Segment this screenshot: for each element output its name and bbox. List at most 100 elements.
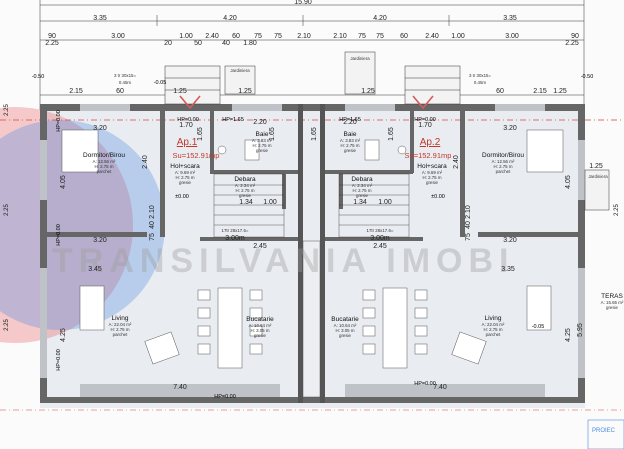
dimension-label: 4.05 xyxy=(60,175,67,189)
room-name: Hol+scara xyxy=(170,163,200,170)
dimension-label: 60 xyxy=(232,33,240,40)
dimension-label: 4.05 xyxy=(565,175,572,189)
stamp: PROIEC xyxy=(587,419,624,449)
dimension-label: 2.10 xyxy=(333,33,347,40)
room-area: A: 3.83 m² xyxy=(340,138,361,143)
stairs-label: 17tr 28x17.6= xyxy=(222,228,249,233)
room-finish: gresie xyxy=(426,180,439,185)
room-name: Dormitor/Birou xyxy=(83,152,125,159)
room-name: Hol+scara xyxy=(417,163,447,170)
dimension-label: 1.00 xyxy=(378,199,392,206)
dimension-label: 75 xyxy=(376,33,384,40)
dimension-label: 7.40 xyxy=(433,384,447,391)
dimension-label: 4.20 xyxy=(223,15,237,22)
apartment-area: Su=152.91mp xyxy=(405,151,452,160)
dimension-label: 4.20 xyxy=(373,15,387,22)
stairs-label: 0.45m xyxy=(119,80,132,85)
dimension-label: 1.25 xyxy=(553,88,567,95)
dimension-label: 2.25 xyxy=(565,40,579,47)
dimension-label: 40 xyxy=(222,40,230,47)
dimension-label: 75 xyxy=(274,33,282,40)
dimension-label: 1.25 xyxy=(589,163,603,170)
dimension-label: 3.20 xyxy=(503,237,517,244)
room-height: H: 3.05 m xyxy=(335,328,354,333)
dimension-label: 2.40 xyxy=(142,155,149,169)
dimension-label: 2.45 xyxy=(253,243,267,250)
apartment-name: Ap.2 xyxy=(420,137,441,148)
dimension-label: 7.40 xyxy=(173,384,187,391)
room-finish: parchet xyxy=(496,169,511,174)
dimension-label: 4.25 xyxy=(565,328,572,342)
room-name: Debara xyxy=(234,176,256,183)
dimension-label: 50 xyxy=(194,40,202,47)
room-finish: parchet xyxy=(113,332,128,337)
room-finish: gresie xyxy=(179,180,192,185)
level-mark: -0.05 xyxy=(532,324,545,330)
room-height: H: 2.75 m xyxy=(422,175,441,180)
room-height: H: 2.75 m xyxy=(340,143,359,148)
room-area: A: 3.83 m² xyxy=(252,138,273,143)
room-area: A: 22.04 m² xyxy=(109,322,132,327)
dimension-label: 2.25 xyxy=(4,204,10,216)
room-name: Living xyxy=(485,315,502,322)
height-level: HP=1.65 xyxy=(222,117,244,123)
room-name: Baie xyxy=(255,131,268,138)
dimension-label: 1.00 xyxy=(451,33,465,40)
dimension-label: 2.25 xyxy=(45,40,59,47)
dimension-label: 1.80 xyxy=(243,40,257,47)
dimension-label: 1.70 xyxy=(418,122,432,129)
dimension-label: 1.25 xyxy=(238,88,252,95)
room-height: H: 2.75 m xyxy=(252,143,271,148)
dimension-label: 3.45 xyxy=(88,266,102,273)
dimension-label: 3.00 xyxy=(505,33,519,40)
dimension-label: 1.34 xyxy=(239,199,253,206)
dimension-label: 2.45 xyxy=(373,243,387,250)
room-area: A: 2.34 m² xyxy=(352,183,373,188)
dimension-lines xyxy=(39,0,585,110)
dimension-label: 2.10 xyxy=(465,205,472,219)
room-finish: gresie xyxy=(339,333,352,338)
height-level: HP=0.00 xyxy=(56,224,62,246)
dimension-label: 2.15 xyxy=(69,88,83,95)
room-height: H: 3.05 m xyxy=(250,328,269,333)
stairs-label: 3 tr 30x15= xyxy=(114,73,137,78)
dimension-label: 1.65 xyxy=(197,127,204,141)
dimension-label: 4.25 xyxy=(60,328,67,342)
height-level: HP=0.00 xyxy=(177,117,199,123)
apartment-area: Su=152.91mp xyxy=(173,151,220,160)
room-height: H: 2.75 m xyxy=(110,327,129,332)
dimension-label: 2.25 xyxy=(4,104,10,116)
dimension-label: 1.34 xyxy=(353,199,367,206)
level-mark: -0.50 xyxy=(581,74,594,80)
room-area: A: 10.64 m² xyxy=(334,323,357,328)
dimension-label: 1.65 xyxy=(311,127,318,141)
indoor-stairs xyxy=(213,173,410,238)
room-height: H: 2.75 m xyxy=(175,175,194,180)
dimension-label: 2.40 xyxy=(453,155,460,169)
dimension-label: 3.35 xyxy=(501,266,515,273)
room-name: Bucatarie xyxy=(246,316,274,323)
planter-label: Jardiniera xyxy=(230,68,250,73)
dimension-label: 1.00 xyxy=(179,33,193,40)
level-mark: ±0.00 xyxy=(175,194,189,200)
room-name: Dormitor/Birou xyxy=(482,152,524,159)
furniture xyxy=(61,129,564,398)
apartment-name: Ap.1 xyxy=(177,137,198,148)
room-area: A: 12.56 m² xyxy=(93,159,116,164)
dimension-label: 40 xyxy=(465,221,472,229)
room-area: A: 9.69 m² xyxy=(422,170,443,175)
stairs-label: 3 tr 30x15= xyxy=(469,73,492,78)
dimension-label: 3.00 xyxy=(111,33,125,40)
room-finish: gresie xyxy=(254,333,267,338)
room-name: Bucatarie xyxy=(331,316,359,323)
stairs-label: 0.45m xyxy=(474,80,487,85)
dimension-label: 75 xyxy=(358,33,366,40)
room-finish: gresie xyxy=(256,148,269,153)
level-mark: -0.05 xyxy=(154,80,167,86)
dimension-label: 3.20 xyxy=(93,125,107,132)
dimension-label: 3.35 xyxy=(503,15,517,22)
planter-label: Jardiniera xyxy=(350,56,370,61)
entrance-arrow xyxy=(179,95,434,110)
dimension-label: 2.15 xyxy=(533,88,547,95)
